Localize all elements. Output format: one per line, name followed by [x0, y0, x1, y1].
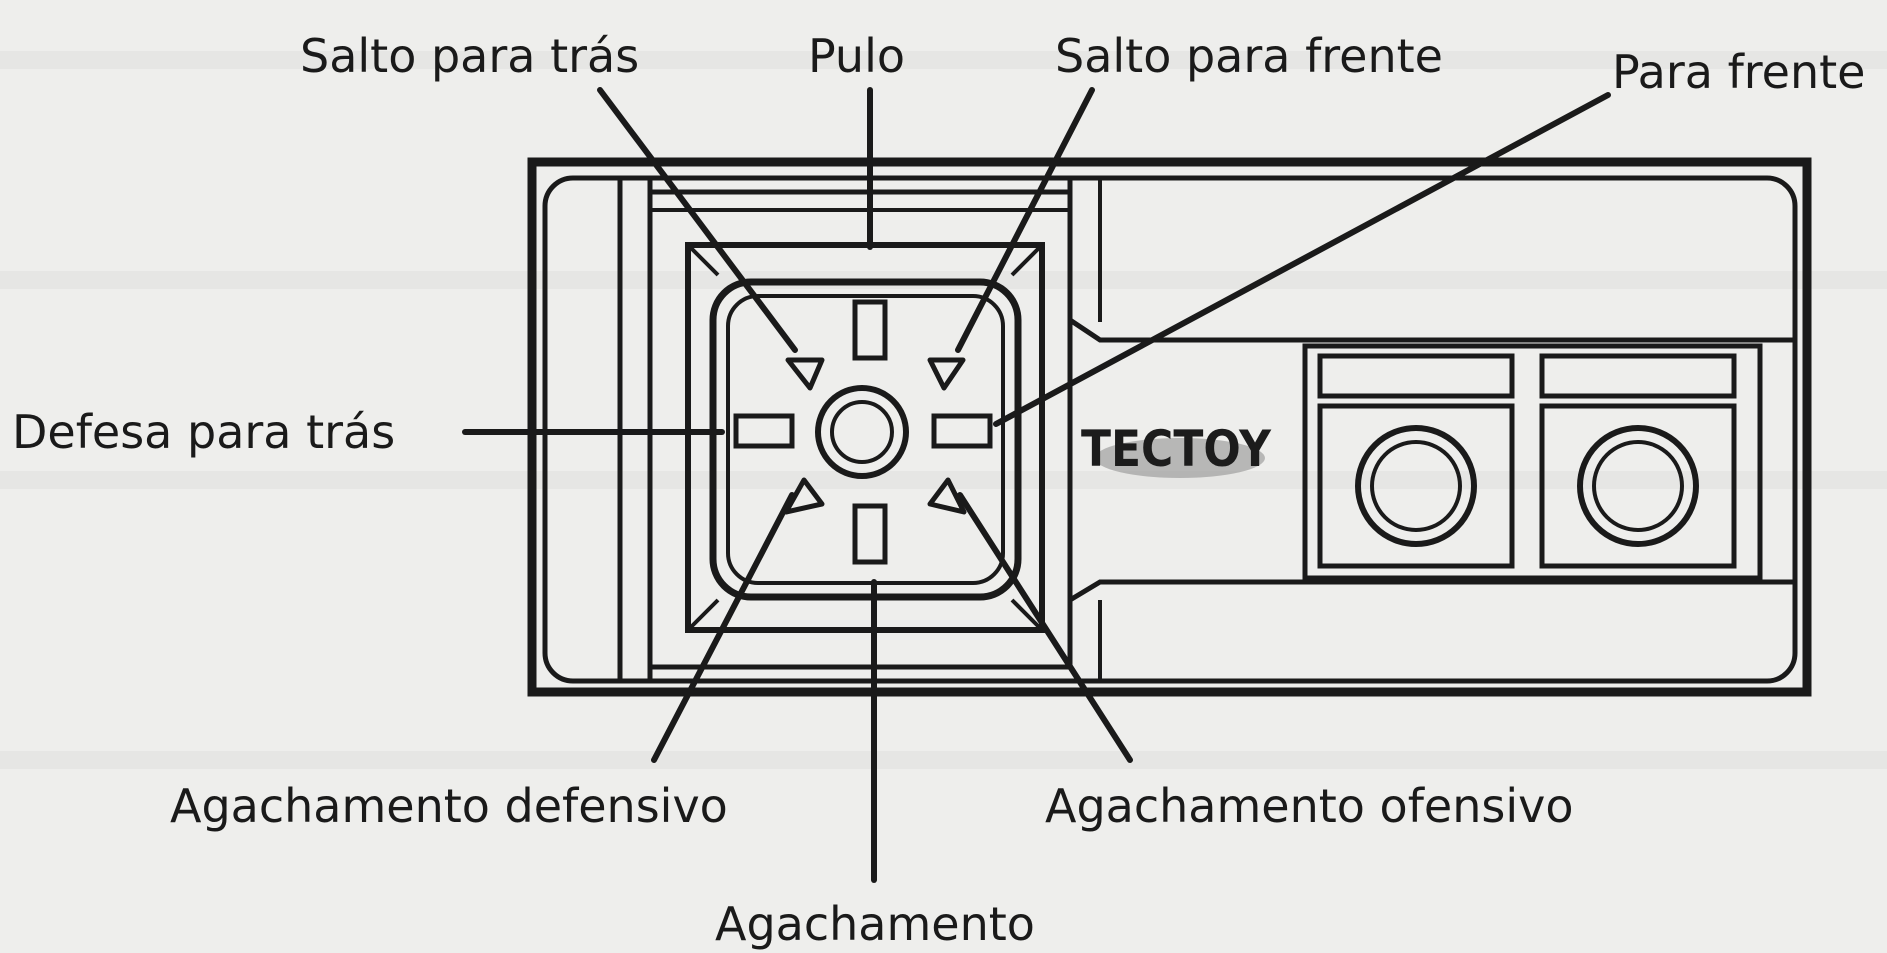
- leader-forward-jump: [955, 87, 1095, 353]
- leader-forward: [993, 92, 1611, 427]
- dpad-upright-marker: [927, 357, 966, 391]
- leader-defensive-crouch: [651, 492, 795, 763]
- label-back-defense: Defesa para trás: [12, 405, 395, 459]
- label-crouch: Agachamento: [715, 897, 1035, 951]
- background-texture: [0, 51, 1887, 769]
- label-defensive-crouch: Agachamento defensivo: [170, 779, 728, 833]
- dpad-bezel: [685, 242, 1045, 633]
- action-button-2[interactable]: [1577, 425, 1699, 547]
- leader-lines: [462, 87, 1611, 883]
- leader-back-jump: [597, 87, 798, 353]
- dpad-downleft-marker: [783, 477, 825, 515]
- callout-labels: Salto para trás Pulo Salto para frente P…: [12, 29, 1865, 951]
- label-forward: Para frente: [1612, 45, 1865, 99]
- dpad-left-marker: [733, 413, 795, 449]
- tectoy-logo: TECTOY: [1081, 420, 1272, 478]
- dpad-center-knob: [815, 385, 909, 479]
- gamepad-outer-frame: [527, 157, 1812, 697]
- label-forward-jump: Salto para frente: [1055, 29, 1443, 83]
- dpad-upleft-marker: [785, 357, 825, 391]
- leader-offensive-crouch: [957, 492, 1133, 763]
- brand-logo-text: TECTOY: [1081, 420, 1272, 478]
- dpad-downright-marker: [927, 477, 967, 515]
- dpad[interactable]: [709, 278, 1022, 601]
- label-back-jump: Salto para trás: [300, 29, 639, 83]
- label-offensive-crouch: Agachamento ofensivo: [1045, 779, 1573, 833]
- dpad-up-marker: [852, 299, 888, 361]
- dpad-right-marker: [931, 413, 993, 449]
- label-jump: Pulo: [808, 29, 905, 83]
- dpad-down-marker: [852, 503, 888, 565]
- action-button-1[interactable]: [1355, 425, 1477, 547]
